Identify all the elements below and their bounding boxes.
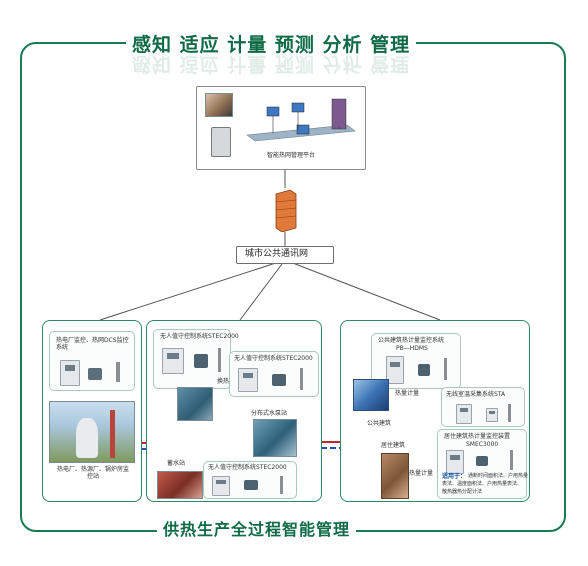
stec-bottom-label: 无人值守控制系统STEC2000: [208, 464, 287, 471]
storage-station-photo: [157, 471, 203, 499]
smec-antenna-icon: [510, 450, 513, 470]
operator-photo: [205, 93, 233, 117]
stec-top-cabinet-icon: [162, 348, 184, 374]
stec-mid-antenna-icon: [300, 368, 303, 390]
sta-box: 无线室温采集系统STA: [441, 387, 525, 427]
stec-bottom-cabinet-icon: [212, 476, 230, 496]
public-building-icon: [353, 379, 389, 411]
exchange-station-photo: [177, 387, 213, 421]
heat-meter-2-label: 热量计量: [409, 470, 434, 477]
pb-hdms-antenna-icon: [444, 358, 447, 380]
stec-mid-cabinet-icon: [238, 368, 258, 392]
sta-label: 无线室温采集系统STA: [446, 391, 506, 398]
chimney-icon: [110, 410, 115, 458]
top-title: 感知 适应 计量 预测 分析 管理: [126, 30, 417, 57]
stec-top-label: 无人值守控制系统STEC2000: [160, 333, 239, 340]
pb-hdms-code: PB—HDMS: [396, 345, 428, 352]
dcs-antenna-icon: [116, 362, 120, 382]
management-platform-box: 智能热网管理平台: [196, 86, 366, 170]
handheld-terminal-icon: [211, 127, 231, 157]
heat-plant-label: 热电厂、热源厂、锅炉房监控站: [56, 466, 129, 480]
stec-bottom-antenna-icon: [280, 476, 283, 494]
stations-panel: 无人值守控制系统STEC2000 换热站 无人值守控制系统STEC2000 分布…: [146, 320, 322, 502]
smec-note-title: 适用于：: [442, 473, 467, 480]
stec-mid-pump-icon: [272, 374, 286, 386]
cooling-tower-icon: [76, 418, 98, 458]
meter-label: 热量计量: [395, 390, 420, 397]
pb-hdms-meter-icon: [418, 364, 430, 376]
dcs-system-box: 热电厂监控、热网DCS监控系统: [49, 331, 135, 391]
smec-note-line-3: 散热器热分配计法: [442, 489, 483, 495]
network-topology-icon: [246, 98, 356, 142]
smec-note-line-1: 通断时间面积法、户用热量: [468, 473, 529, 479]
public-building-label: 公共建筑: [367, 420, 392, 427]
pb-hdms-box: 公共建筑热计量监控系统 PB—HDMS: [371, 333, 461, 389]
pb-hdms-cabinet-icon: [386, 356, 404, 384]
sta-antenna-icon: [508, 404, 511, 422]
residential-label: 居住建筑: [381, 442, 406, 449]
stec-mid-box: 无人值守控制系统STEC2000: [229, 351, 319, 397]
exchange-station-label: 换热站: [217, 378, 236, 385]
residential-building-icon: [381, 453, 409, 499]
smec-note-line-2: 表法、温度面积法、户用热量表法、: [442, 481, 523, 487]
bottom-title: 供热生产全过程智能管理: [157, 516, 357, 540]
smec-code: SMEC3000: [466, 441, 499, 448]
stec-top-box: 无人值守控制系统STEC2000: [153, 329, 239, 389]
dcs-cabinet-icon: [60, 360, 80, 386]
smec-box: 居住建筑热计量监控装置 SMEC3000 适用于： 通断时间面积法、户用热量 表…: [437, 429, 529, 499]
smec-meter-icon: [476, 456, 488, 466]
dcs-pump-icon: [88, 368, 102, 380]
stec-top-valve-icon: [194, 354, 208, 368]
firewall-icon: [275, 189, 297, 232]
sta-sensor-icon: [456, 404, 472, 424]
power-plant-photo: [49, 401, 135, 463]
stec-mid-label: 无人值守控制系统STEC2000: [234, 355, 313, 362]
city-network-label: 城市公共通讯网: [245, 249, 309, 259]
smec-cabinet-icon: [446, 450, 464, 474]
buildings-panel: 公共建筑热计量监控系统 PB—HDMS 热量计量 公共建筑 无线室温采集系统ST…: [340, 320, 530, 502]
pump-station-photo: [253, 419, 297, 457]
distributed-pump-label: 分布式水泵站: [251, 410, 288, 417]
platform-label: 智能热网管理平台: [267, 152, 316, 159]
dcs-system-label: 热电厂监控、热网DCS监控系统: [56, 337, 129, 351]
sta-receiver-icon: [486, 408, 498, 422]
city-network-box: 城市公共通讯网: [236, 246, 334, 264]
storage-station-label: 蓄水站: [167, 460, 186, 467]
heat-source-panel: 热电厂监控、热网DCS监控系统 热电厂、热源厂、锅炉房监控站: [42, 320, 142, 502]
stec-top-antenna-icon: [218, 348, 221, 372]
pb-hdms-label: 公共建筑热计量监控系统: [378, 337, 445, 344]
stec-bottom-box: 无人值守控制系统STEC2000: [203, 461, 297, 499]
stec-bottom-pump-icon: [244, 480, 258, 490]
smec-label: 居住建筑热计量监控装置: [444, 433, 511, 440]
